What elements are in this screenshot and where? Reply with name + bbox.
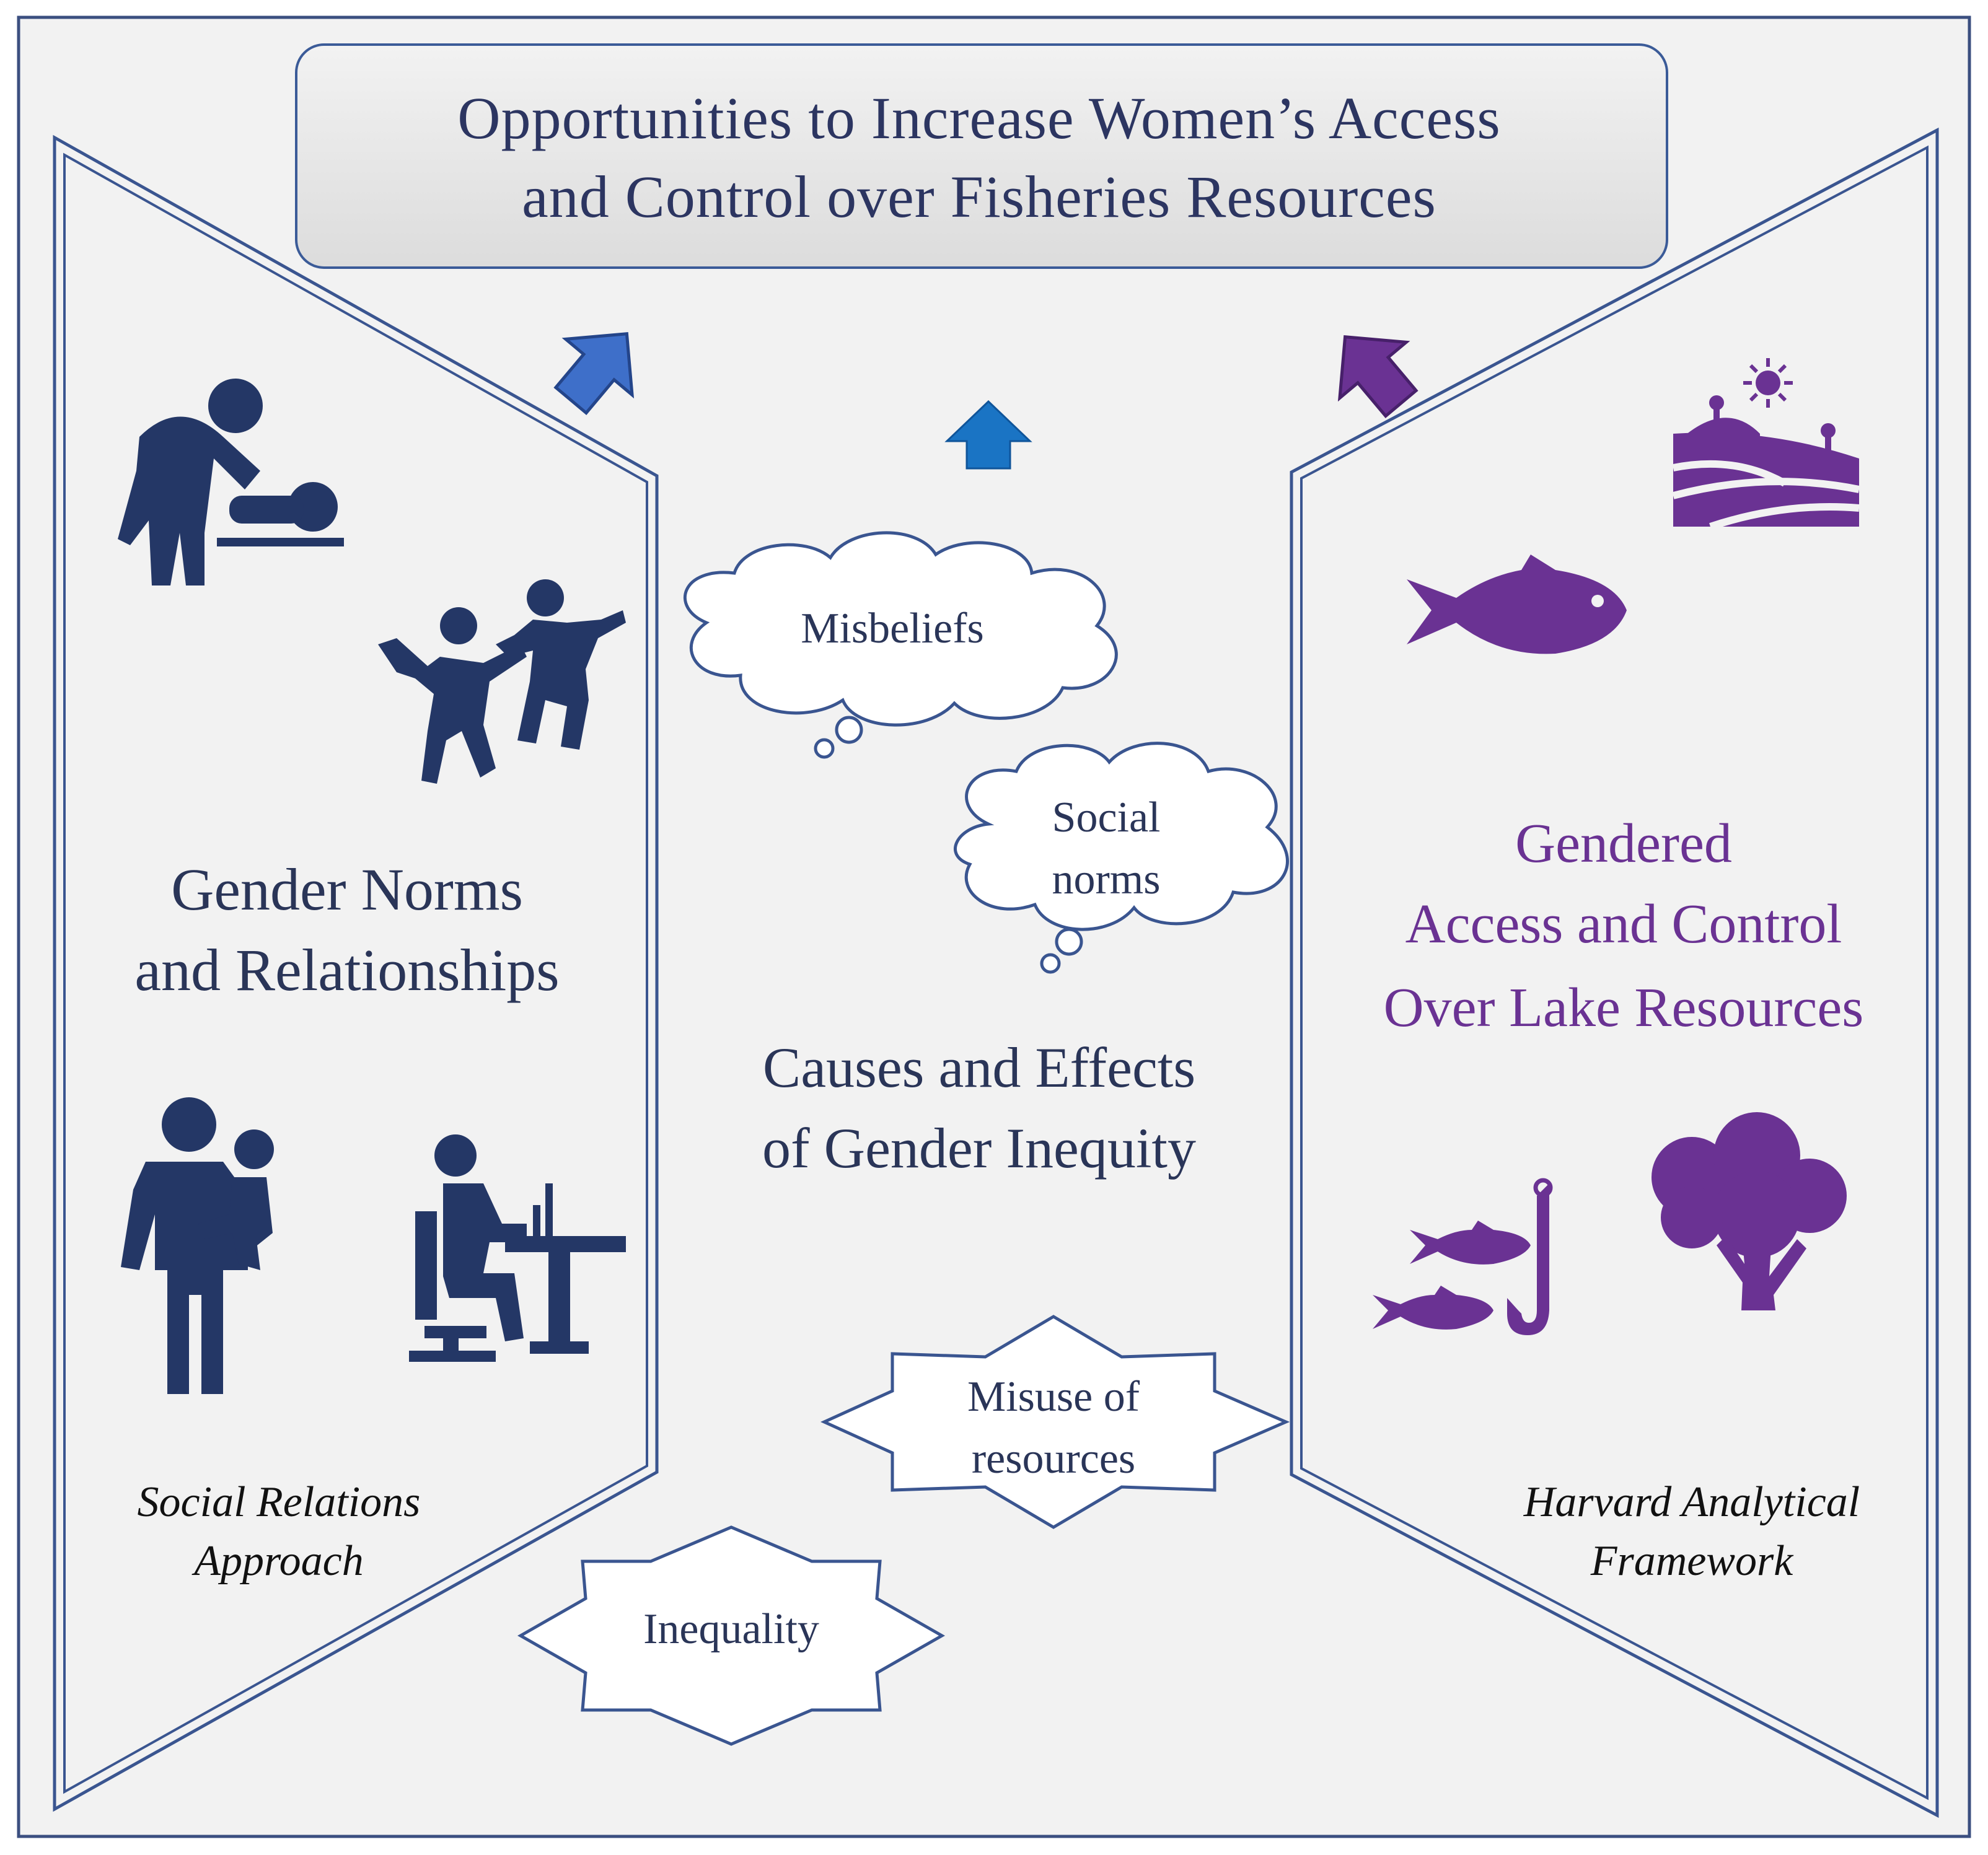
inequality-star — [517, 1525, 946, 1746]
right-panel — [1290, 127, 1939, 1818]
misuse-label-line-1: Misuse of — [967, 1373, 1140, 1421]
left-panel — [53, 134, 659, 1812]
misuse-of-resources-star — [820, 1315, 1290, 1529]
misbeliefs-cloud — [683, 531, 1118, 759]
fish-and-hook-icon — [1373, 1178, 1553, 1335]
parent-changing-baby-icon — [118, 379, 344, 585]
left-panel-title-line-1: Gender Norms — [171, 856, 523, 923]
left-diagonal-arrow — [553, 332, 635, 416]
right-panel-title-line-1: Gendered — [1515, 813, 1732, 874]
right-panel-title-line-3: Over Lake Resources — [1383, 977, 1864, 1038]
center-title-line-2: of Gender Inequity — [762, 1116, 1196, 1180]
inequality-label: Inequality — [643, 1605, 819, 1653]
right-panel-title-line-2: Access and Control — [1405, 893, 1842, 955]
harvard-framework-line-2: Framework — [1590, 1537, 1793, 1585]
farm-field-sun-icon — [1672, 358, 1860, 530]
person-at-desk-icon — [409, 1134, 626, 1362]
people-dancing-icon — [378, 579, 626, 784]
parent-carrying-child-icon — [121, 1097, 274, 1394]
title-box — [295, 43, 1668, 269]
harvard-framework-line-1: Harvard Analytical — [1523, 1478, 1860, 1526]
social-norms-cloud — [954, 742, 1289, 974]
social-relations-approach-line-1: Social Relations — [137, 1478, 421, 1526]
misuse-label-line-2: resources — [971, 1435, 1136, 1483]
diagram-title-line-1: Opportunities to Increase Women’s Access — [457, 85, 1501, 151]
right-diagonal-arrow — [1337, 335, 1418, 419]
social-norms-label-line-1: Social — [1052, 794, 1161, 841]
social-norms-label-line-2: norms — [1052, 856, 1161, 903]
social-relations-approach-line-2: Approach — [194, 1537, 364, 1585]
diagram-title-line-2: and Control over Fisheries Resources — [522, 164, 1436, 230]
misbeliefs-label: Misbeliefs — [801, 605, 984, 652]
outer-frame — [17, 15, 1971, 1838]
center-title-line-1: Causes and Effects — [762, 1036, 1196, 1099]
center-up-arrow — [944, 400, 1032, 470]
tree-icon — [1652, 1112, 1847, 1310]
fish-icon — [1407, 555, 1627, 654]
left-panel-title-line-2: and Relationships — [134, 937, 560, 1003]
